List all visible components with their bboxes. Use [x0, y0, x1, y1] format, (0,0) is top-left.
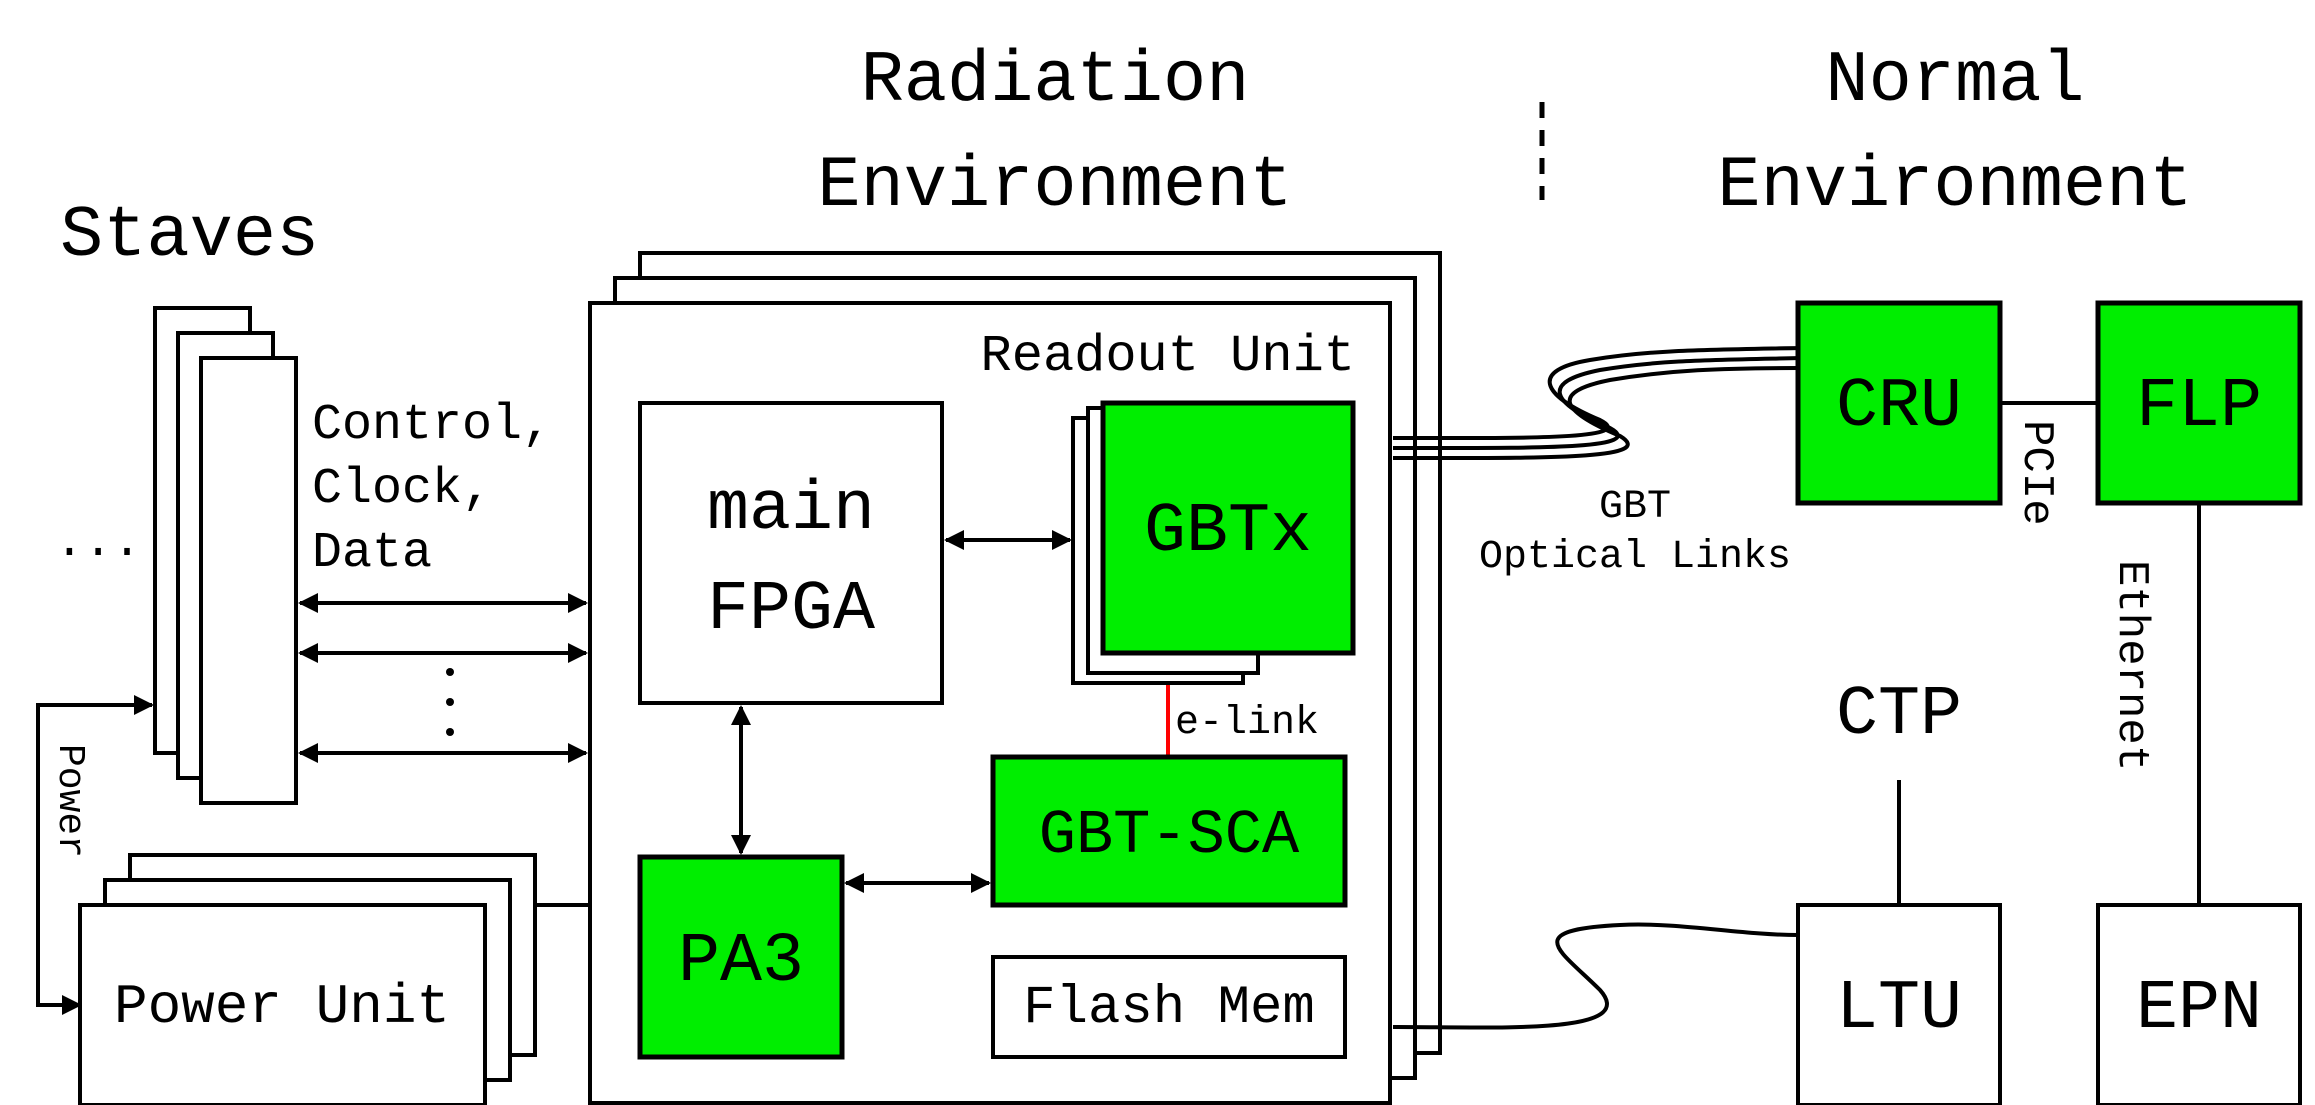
radiation-header-line1: Radiation — [861, 40, 1250, 122]
power-label: Power — [48, 744, 91, 858]
ctp-label: CTP — [1836, 676, 1962, 755]
main-fpga-block — [638, 401, 944, 705]
pa3-label: PA3 — [678, 923, 804, 1002]
ru-ltu-link — [1392, 922, 1799, 1030]
gbt-optical-links — [1392, 346, 1801, 461]
gbtx-stack — [1071, 400, 1356, 685]
cru-label: CRU — [1836, 368, 1962, 447]
ltu-block — [1796, 903, 2002, 1105]
ltu-label: LTU — [1836, 970, 1962, 1049]
cru-block — [1795, 300, 2003, 506]
epn-label: EPN — [2136, 970, 2262, 1049]
ethernet-label: Ethernet — [2106, 560, 2156, 771]
clock-label: Clock, — [312, 461, 492, 518]
data-label: Data — [312, 525, 432, 582]
epn-block — [2096, 903, 2302, 1105]
staves-stack — [153, 306, 298, 805]
gbt-sca-label: GBT-SCA — [1039, 800, 1300, 871]
flp-label: FLP — [2136, 368, 2262, 447]
main-fpga-label-2: FPGA — [707, 571, 875, 650]
gbt-links-label-1: GBT — [1599, 485, 1671, 530]
normal-header-line1: Normal — [1825, 40, 2084, 122]
pa3-block — [637, 854, 845, 1060]
gbt-sca-block — [990, 754, 1348, 908]
normal-header-line2: Environment — [1717, 145, 2192, 227]
power-unit-label: Power Unit — [114, 975, 450, 1039]
flash-mem-label: Flash Mem — [1023, 978, 1315, 1039]
gbt-links-label-2: Optical Links — [1479, 535, 1791, 580]
staves-ellipsis: ... — [55, 516, 141, 570]
flash-mem-block — [991, 955, 1347, 1059]
elink-label: e-link — [1175, 701, 1319, 746]
power-unit-stack — [78, 853, 537, 1105]
stave-ru-links — [298, 593, 588, 763]
gbtx-label: GBTx — [1144, 493, 1312, 572]
readout-unit-label: Readout Unit — [981, 327, 1355, 386]
control-label: Control, — [312, 397, 552, 454]
staves-header: Staves — [60, 195, 319, 277]
radiation-header-line2: Environment — [817, 145, 1292, 227]
main-fpga-label-1: main — [707, 471, 875, 550]
pcie-label: PCIe — [2011, 420, 2061, 526]
